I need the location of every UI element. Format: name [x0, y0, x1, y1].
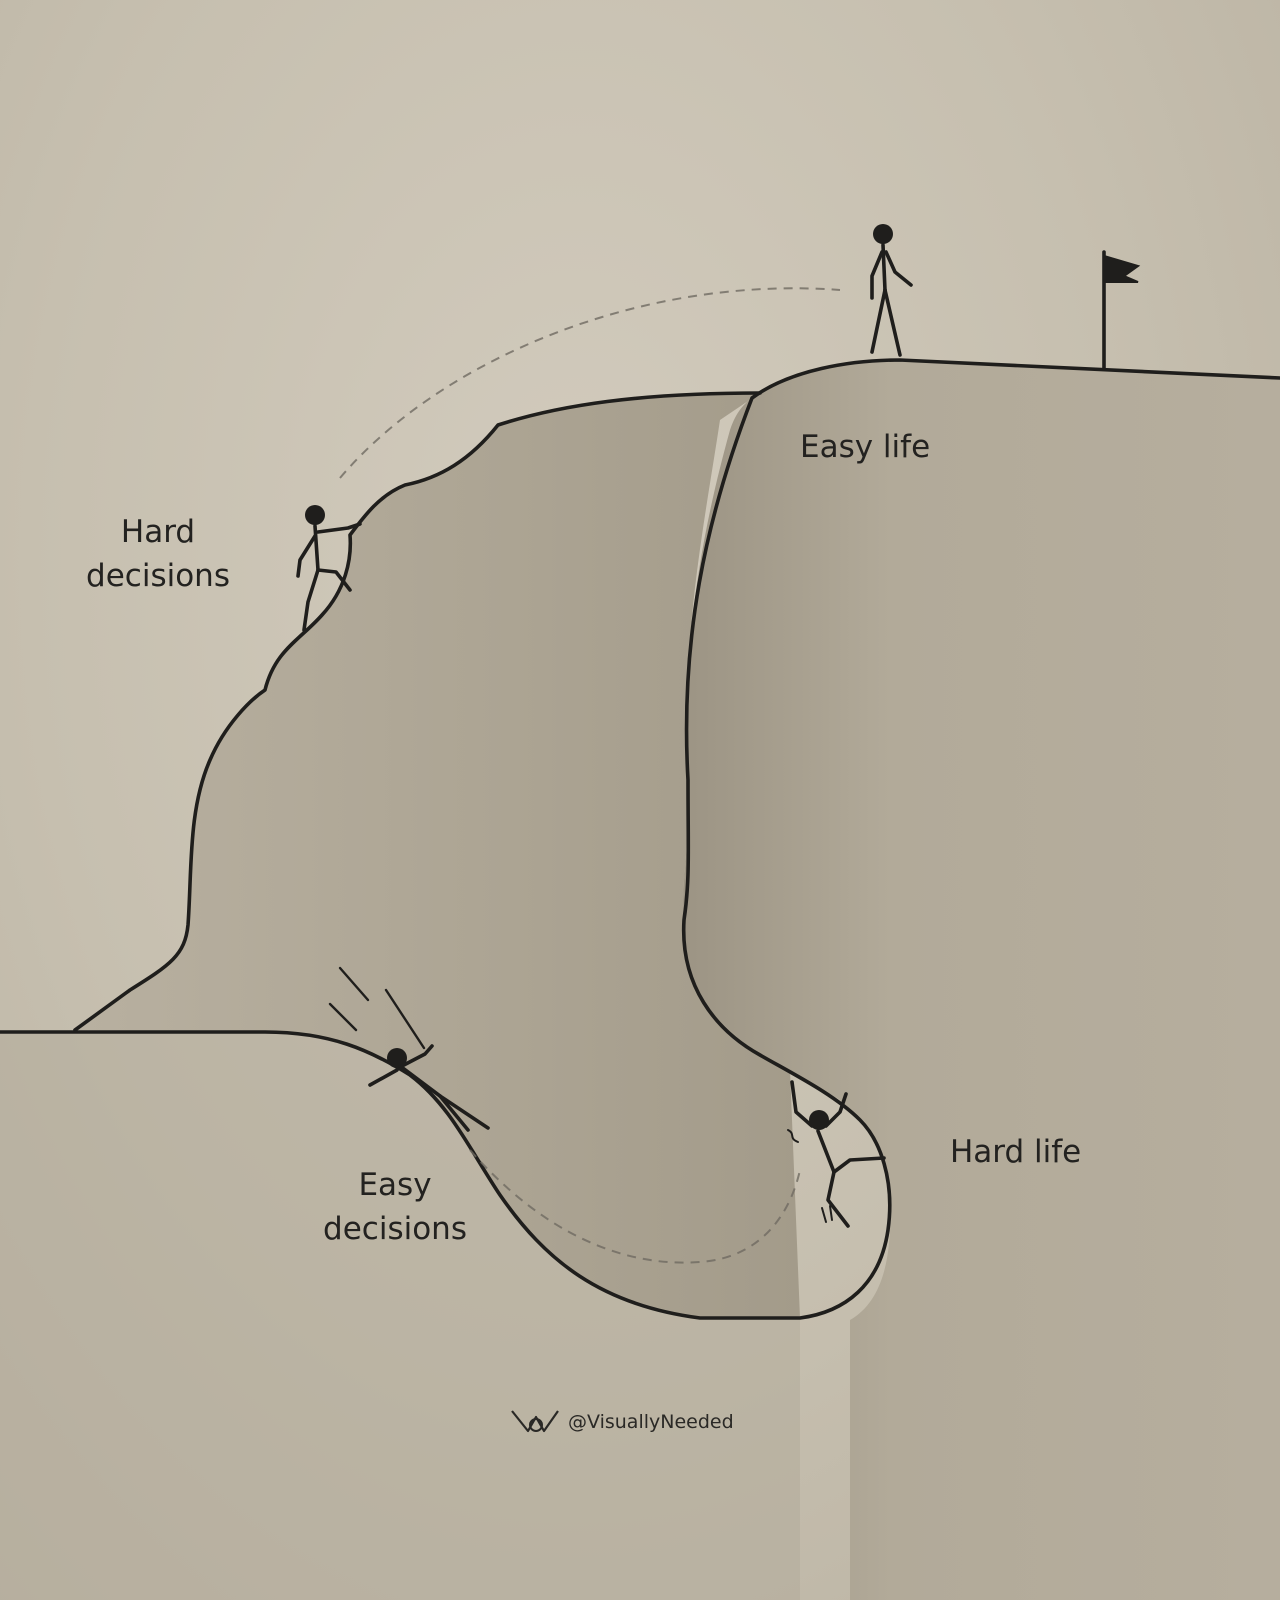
walking-figure — [870, 224, 913, 357]
left-cliff-outline — [73, 391, 762, 1032]
label-easy-decisions-line1: Easy — [358, 1167, 432, 1203]
valley-outline — [0, 358, 1280, 1320]
right-plateau-body — [683, 360, 1280, 1600]
watermark-handle: @VisuallyNeeded — [568, 1411, 734, 1433]
lower-ground — [0, 1032, 800, 1600]
label-easy-decisions-line2: decisions — [323, 1211, 467, 1247]
flag — [1102, 250, 1141, 371]
label-hard-decisions-line2: decisions — [86, 558, 230, 594]
left-cliff-body — [75, 393, 800, 1318]
visually-needed-logo-icon — [511, 1410, 559, 1433]
label-easy-life: Easy life — [800, 429, 931, 465]
fall-arc — [469, 1149, 801, 1264]
climb-arc — [339, 287, 841, 479]
motion-lines — [328, 966, 426, 1050]
watermark: @VisuallyNeeded — [510, 1404, 734, 1440]
label-hard-decisions: Hard decisions — [58, 510, 258, 598]
label-easy-decisions: Easy decisions — [290, 1163, 500, 1251]
sliding-figure — [368, 1044, 490, 1132]
label-hard-decisions-line1: Hard — [120, 514, 196, 550]
struggling-figure — [787, 1080, 886, 1228]
label-hard-life: Hard life — [950, 1134, 1082, 1170]
climbing-figure — [296, 505, 362, 632]
